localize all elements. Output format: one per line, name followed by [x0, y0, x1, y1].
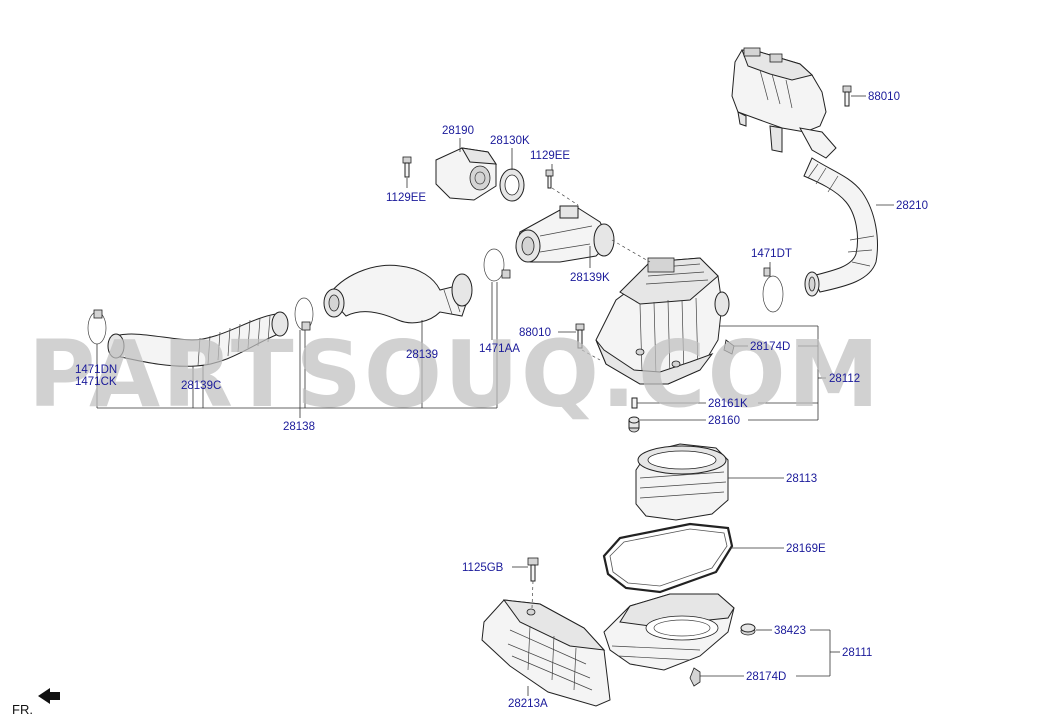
part-label-1471DN[interactable]: 1471DN	[75, 364, 117, 376]
aircleaner-body-28112-drawing	[595, 257, 730, 385]
part-label-1471CK[interactable]: 1471CK	[75, 376, 117, 388]
part-label-1129EE-left[interactable]: 1129EE	[386, 192, 426, 204]
front-direction-label: FR.	[12, 702, 33, 717]
filter-28113-drawing	[635, 443, 729, 521]
clip-28174D-top-drawing	[723, 339, 735, 355]
shield-28213A-drawing	[481, 599, 611, 707]
resonator-drawing	[731, 47, 837, 159]
part-label-1471AA[interactable]: 1471AA	[479, 343, 520, 355]
part-label-38423[interactable]: 38423	[774, 625, 806, 637]
hose-28139C-drawing	[107, 311, 289, 367]
grommet-28160-drawing	[628, 416, 640, 433]
front-direction-arrow-icon	[38, 688, 60, 704]
sensor-28190-drawing	[435, 147, 497, 201]
part-label-88010-top[interactable]: 88010	[868, 91, 900, 103]
clamp-1471AA-drawing	[483, 248, 511, 282]
part-label-28213A[interactable]: 28213A	[508, 698, 548, 710]
part-label-28210[interactable]: 28210	[896, 200, 928, 212]
part-label-28139K[interactable]: 28139K	[570, 272, 610, 284]
part-label-1129EE-top[interactable]: 1129EE	[530, 150, 570, 162]
clip-28174D-bottom-drawing	[689, 667, 701, 687]
part-label-28112[interactable]: 28112	[829, 373, 860, 385]
part-label-28130K[interactable]: 28130K	[490, 135, 530, 147]
gasket-28169E-drawing	[602, 522, 734, 594]
part-label-1125GB[interactable]: 1125GB	[462, 562, 504, 574]
watermark-text: PARTSOUQ.COM	[28, 321, 881, 428]
hose-28210-drawing	[803, 157, 878, 297]
hose-28139-drawing	[323, 264, 473, 324]
bolt-88010-mid-drawing	[575, 323, 585, 349]
bolt-1129EE-left-drawing	[402, 156, 412, 178]
lower-case-28111-drawing	[603, 593, 735, 671]
clamp-1471DT-drawing	[762, 267, 784, 313]
part-label-28161K[interactable]: 28161K	[708, 398, 748, 410]
gasket-28130K-drawing	[499, 168, 525, 202]
part-label-88010-mid[interactable]: 88010	[519, 327, 551, 339]
part-label-28169E[interactable]: 28169E	[786, 543, 826, 555]
cap-38423-drawing	[740, 623, 756, 636]
part-label-28174D-top[interactable]: 28174D	[750, 341, 790, 353]
part-label-28138[interactable]: 28138	[283, 421, 315, 433]
bolt-1125GB-drawing	[527, 557, 539, 582]
part-label-28139[interactable]: 28139	[406, 349, 438, 361]
part-label-28190[interactable]: 28190	[442, 125, 474, 137]
housing-28139K-drawing	[515, 205, 615, 263]
part-label-28160[interactable]: 28160	[708, 415, 740, 427]
bolt-1129EE-top-drawing	[545, 169, 554, 189]
leader-lines	[96, 95, 894, 696]
bolt-88010-top-drawing	[842, 85, 852, 107]
part-label-28111[interactable]: 28111	[842, 647, 872, 659]
part-label-1471DT[interactable]: 1471DT	[751, 248, 792, 260]
part-label-28174D-bottom[interactable]: 28174D	[746, 671, 786, 683]
part-label-28113[interactable]: 28113	[786, 473, 817, 485]
clamp-1471CK-drawing	[294, 297, 314, 331]
part-label-28139C[interactable]: 28139C	[181, 380, 221, 392]
